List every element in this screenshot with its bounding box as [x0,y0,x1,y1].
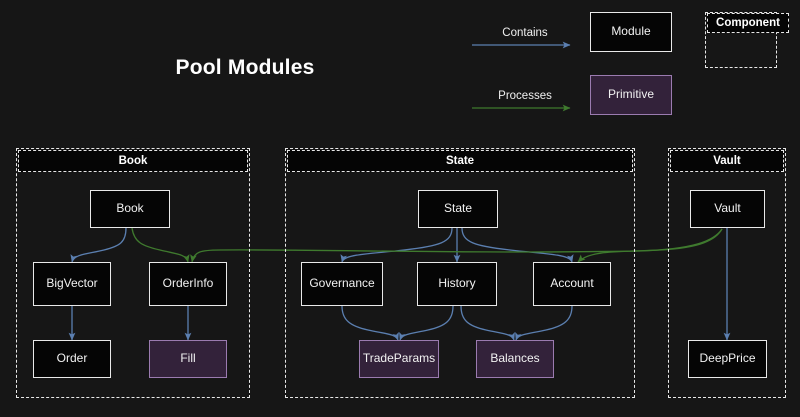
node-account[interactable]: Account [533,262,611,306]
legend-component-label: Component [707,13,789,33]
node-tradeparams[interactable]: TradeParams [359,340,439,378]
node-governance[interactable]: Governance [301,262,383,306]
node-book[interactable]: Book [90,190,170,228]
node-orderinfo[interactable]: OrderInfo [149,262,227,306]
node-order[interactable]: Order [33,340,111,378]
legend-processes-label: Processes [498,90,552,102]
cluster-state-label: State [287,150,633,172]
node-history[interactable]: History [417,262,497,306]
legend-processes-arrow [472,104,571,112]
cluster-vault-label: Vault [670,150,784,172]
legend-contains-label: Contains [502,27,548,39]
legend-primitive-box: Primitive [590,75,672,115]
cluster-state [285,148,635,398]
node-state[interactable]: State [418,190,498,228]
legend-module-box: Module [590,12,672,52]
legend-component-box [705,12,777,68]
node-vault[interactable]: Vault [690,190,765,228]
node-bigvector[interactable]: BigVector [33,262,111,306]
node-balances[interactable]: Balances [476,340,554,378]
node-fill[interactable]: Fill [149,340,227,378]
cluster-book-label: Book [18,150,248,172]
node-deepprice[interactable]: DeepPrice [688,340,767,378]
diagram-title: Pool Modules [175,56,315,79]
legend-contains-arrow [472,41,571,49]
cluster-book [16,148,250,398]
cluster-vault [668,148,786,398]
